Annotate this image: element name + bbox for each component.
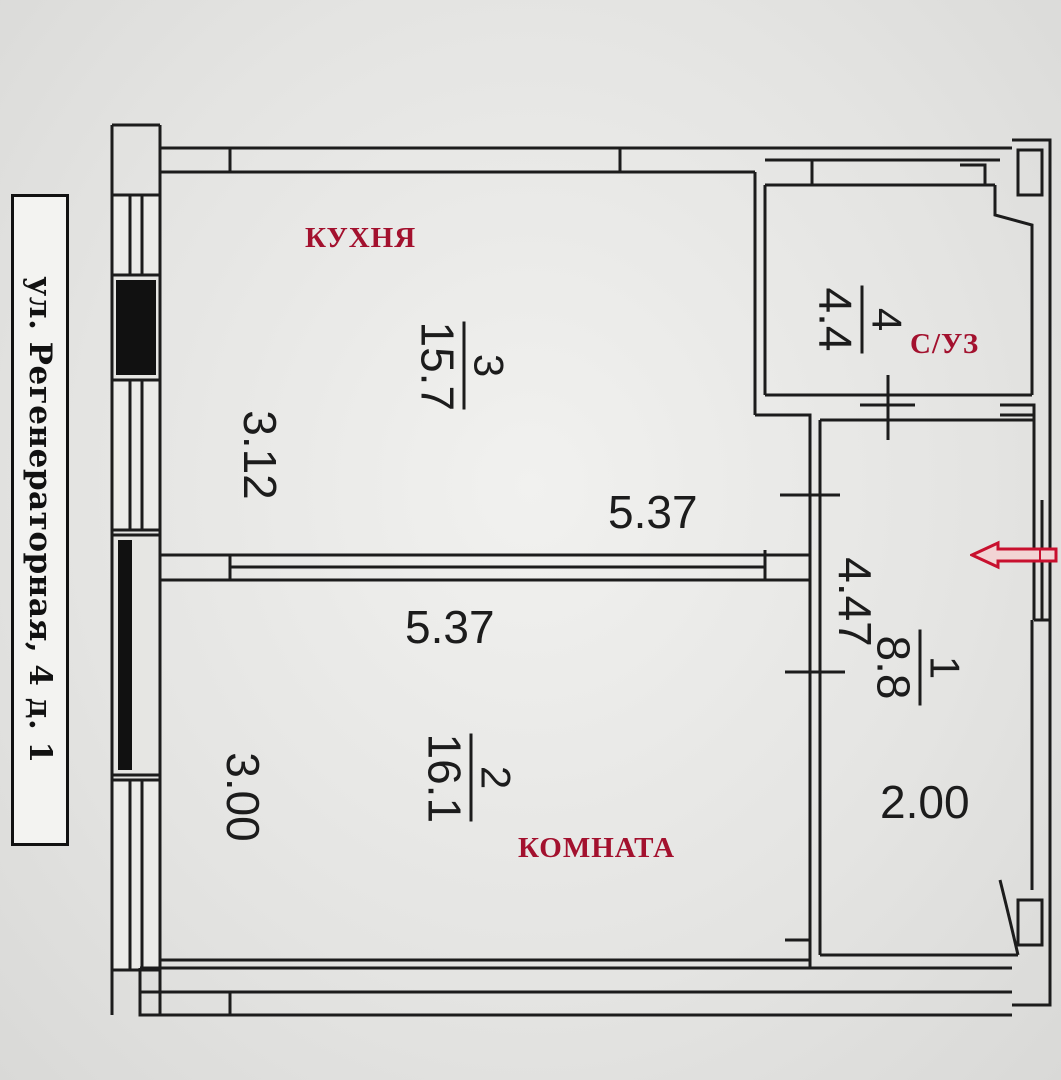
room-area-marker: 2 16.1 — [418, 733, 520, 824]
hall-number: 1 — [918, 629, 969, 706]
window — [110, 378, 162, 532]
address-box: ул. Регенераторная, 4 д. 1 — [11, 194, 69, 846]
bathroom-area-marker: 4 4.4 — [809, 285, 911, 354]
bathroom-number: 4 — [860, 285, 911, 354]
kitchen-area: 15.7 — [411, 321, 464, 412]
room-area: 16.1 — [418, 733, 471, 824]
kitchen-area-marker: 3 15.7 — [411, 321, 513, 412]
hall-width-dim: 2.00 — [880, 776, 970, 828]
room-width-dim: 3.00 — [216, 752, 269, 842]
kitchen-label: КУХНЯ — [305, 222, 417, 254]
window — [110, 778, 162, 972]
address-text: ул. Регенераторная, 4 д. 1 — [22, 276, 58, 764]
window — [110, 193, 162, 277]
kitchen-width-dim: 3.12 — [233, 410, 286, 500]
hall-area-marker: 1 8.8 — [868, 629, 969, 706]
kitchen-number: 3 — [462, 321, 513, 410]
hall-length-dim: 4.47 — [828, 557, 881, 647]
room-label: КОМНАТА — [518, 832, 676, 864]
bathroom-area: 4.4 — [809, 287, 862, 352]
room-length-dim: 5.37 — [405, 601, 495, 653]
arrow-left-icon — [970, 540, 1058, 570]
kitchen-length-dim: 5.37 — [608, 486, 698, 538]
bathroom-label: С/УЗ — [910, 328, 980, 360]
room-number: 2 — [469, 733, 520, 822]
